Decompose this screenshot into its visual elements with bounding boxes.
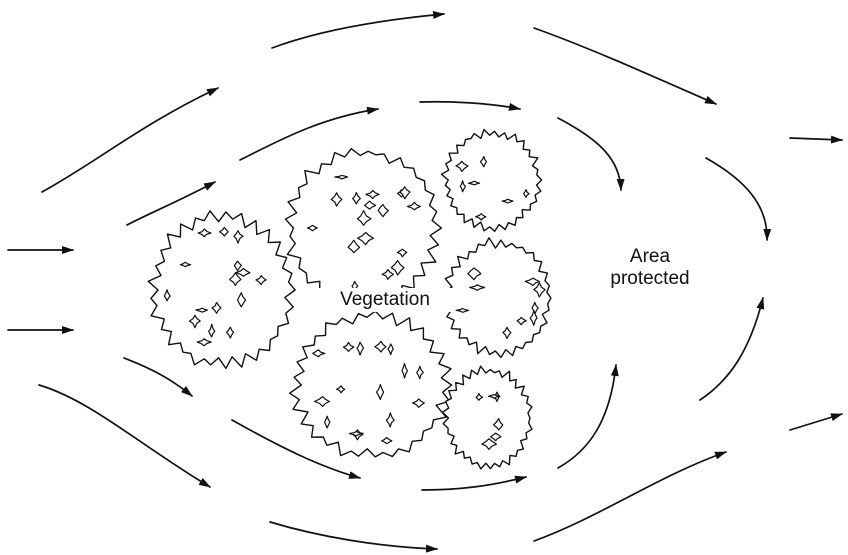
wind-arrow (534, 28, 716, 104)
wind-arrow (240, 109, 378, 160)
tree-right-middle (444, 238, 551, 358)
wind-arrow (39, 385, 210, 487)
wind-arrow (558, 365, 616, 468)
protected-area-label-line-1: Area (580, 246, 720, 268)
tree-center-bottom (290, 311, 452, 457)
tree-right-bottom (443, 366, 533, 469)
wind-arrow (42, 88, 218, 192)
vegetation-label: Vegetation (315, 288, 455, 312)
wind-arrow (127, 182, 215, 225)
wind-arrow (270, 522, 437, 549)
protected-area-label: Area protected (580, 246, 720, 290)
wind-arrow (420, 102, 520, 109)
wind-arrow (706, 158, 767, 240)
wind-arrow (272, 14, 444, 48)
tree-right-top (442, 130, 542, 232)
wind-arrow (124, 358, 192, 396)
protected-area-label-line-2: protected (580, 268, 720, 290)
wind-arrow (422, 477, 526, 490)
tree-left (148, 211, 295, 369)
wind-arrow (790, 414, 842, 430)
wind-arrow (700, 298, 763, 400)
wind-arrow (790, 138, 842, 140)
wind-arrow (558, 118, 621, 190)
